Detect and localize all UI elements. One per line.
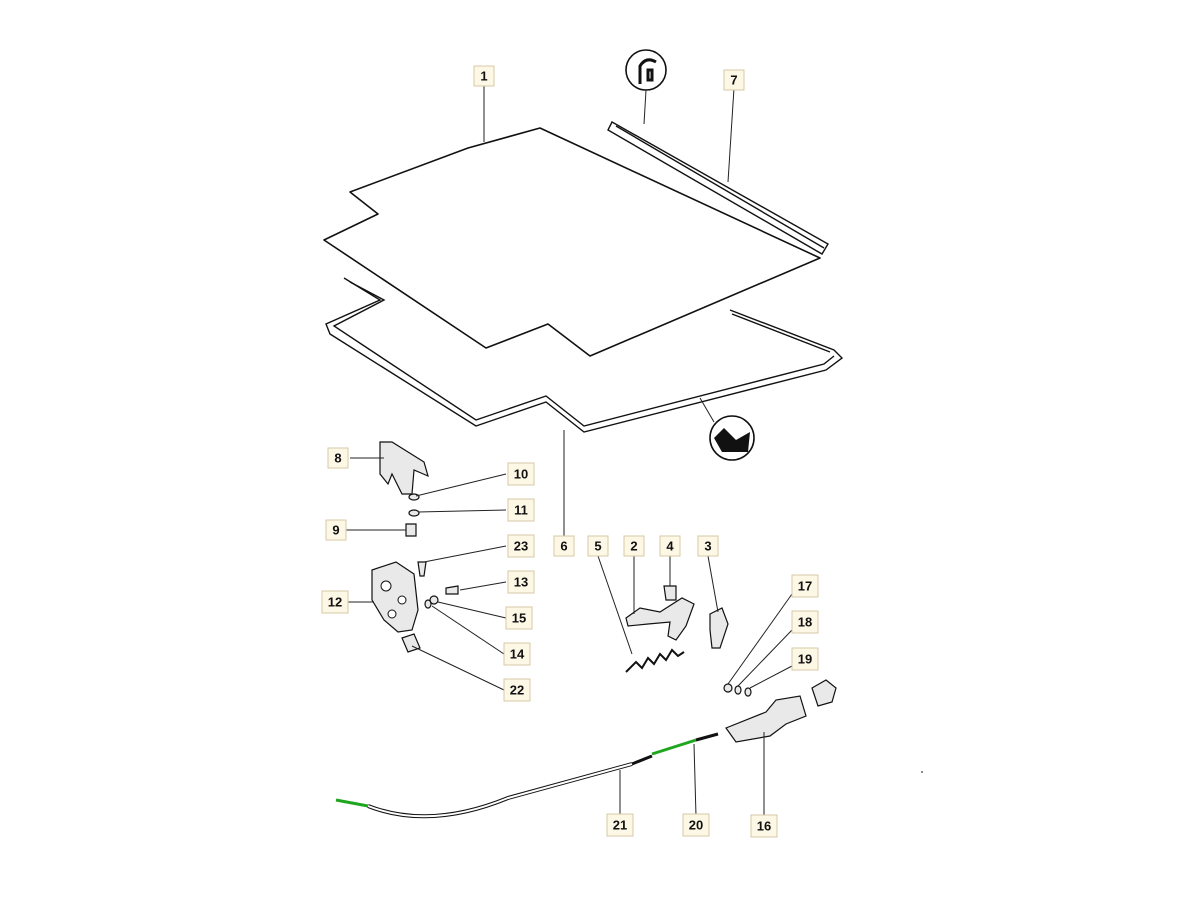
svg-text:8: 8 [334, 451, 341, 466]
svg-text:4: 4 [666, 539, 674, 554]
bolt-hinge [405, 523, 417, 537]
svg-text:13: 13 [514, 575, 528, 590]
bolt-4 [663, 585, 677, 601]
release-lever [625, 597, 695, 641]
strip-profile-detail-icon [625, 49, 667, 125]
svg-text:20: 20 [689, 818, 703, 833]
callout-4: 4 [659, 535, 681, 557]
svg-text:16: 16 [757, 819, 771, 834]
release-cable [335, 754, 653, 819]
callout-14: 14 [503, 642, 531, 666]
svg-text:14: 14 [510, 647, 525, 662]
svg-text:2: 2 [630, 539, 637, 554]
svg-text:17: 17 [798, 579, 812, 594]
callout-12: 12 [321, 590, 349, 614]
callout-23: 23 [507, 534, 535, 558]
callout-6: 6 [553, 535, 575, 557]
callout-20: 20 [682, 813, 710, 837]
washer-14 [424, 599, 432, 609]
callout-3: 3 [697, 535, 719, 557]
svg-text:22: 22 [510, 683, 524, 698]
svg-text:7: 7 [730, 73, 737, 88]
screw-13 [445, 585, 459, 595]
callout-17: 17 [791, 574, 819, 598]
leader-lines [346, 86, 793, 817]
callout-21: 21 [606, 813, 634, 837]
cable-sheath [651, 732, 719, 756]
tension-spring [625, 648, 685, 673]
screw-23 [417, 561, 427, 577]
svg-text:15: 15 [512, 611, 526, 626]
callout-16: 16 [750, 814, 778, 838]
release-handle [725, 695, 807, 743]
svg-text:18: 18 [798, 615, 812, 630]
lid-lock-assembly [371, 561, 419, 633]
callout-22: 22 [503, 678, 531, 702]
washer-small [408, 493, 420, 501]
callout-7: 7 [723, 69, 745, 91]
svg-text:6: 6 [560, 539, 567, 554]
callout-1: 1 [473, 65, 495, 87]
callout-10: 10 [507, 462, 535, 486]
callout-8: 8 [327, 447, 349, 469]
callout-15: 15 [505, 606, 533, 630]
callout-19: 19 [791, 647, 819, 671]
seal-profile-detail-icon [699, 397, 755, 461]
trunk-lid-panel [323, 127, 821, 357]
callout-9: 9 [325, 519, 347, 541]
callout-11: 11 [507, 498, 535, 522]
callout-13: 13 [507, 570, 535, 594]
release-knob [811, 679, 837, 707]
svg-text:11: 11 [514, 503, 528, 518]
stray-dot [921, 771, 923, 773]
callout-5: 5 [587, 535, 609, 557]
svg-text:3: 3 [704, 539, 711, 554]
washer-flat [408, 509, 420, 517]
svg-text:5: 5 [594, 539, 601, 554]
hinge-bracket [379, 441, 429, 495]
svg-text:19: 19 [798, 652, 812, 667]
washer-19 [744, 687, 752, 697]
washer-18 [734, 685, 742, 695]
svg-text:1: 1 [480, 69, 487, 84]
callout-2: 2 [623, 535, 645, 557]
svg-text:9: 9 [332, 523, 339, 538]
clip-22 [401, 633, 421, 653]
svg-text:21: 21 [613, 818, 627, 833]
washer-17 [723, 683, 733, 693]
catch-plate [709, 607, 729, 649]
callout-18: 18 [791, 610, 819, 634]
trunk-weather-seal [325, 277, 844, 433]
lid-edge-strip [607, 121, 829, 255]
svg-text:10: 10 [514, 467, 528, 482]
svg-text:23: 23 [514, 539, 528, 554]
svg-text:12: 12 [328, 595, 342, 610]
